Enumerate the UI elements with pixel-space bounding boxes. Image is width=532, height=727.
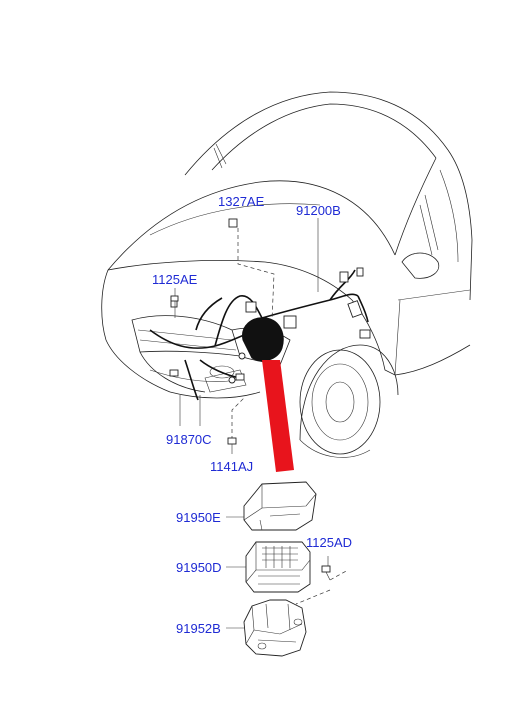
leader-lines [174,218,349,605]
label-1125ae: 1125AE [152,272,198,287]
bolt-1125ad [321,565,331,581]
label-1125ad: 1125AD [306,535,352,550]
label-91950d: 91950D [176,560,222,575]
label-91952b: 91952B [176,621,221,636]
label-91870c: 91870C [166,432,212,447]
label-1327ae: 1327AE [218,194,265,209]
fuse-box-body-91950d [245,541,311,593]
label-1141aj: 1141AJ [210,459,253,474]
fuse-box-cover-91950e [243,481,317,531]
label-91200b: 91200B [296,203,341,218]
lower-bracket-91952b [243,599,307,657]
part-leaders [226,516,246,629]
bolt-1141aj [227,437,237,454]
bolt-1125ae [170,295,179,302]
label-91950e: 91950E [176,510,221,525]
front-wiring-harness [149,218,371,401]
engine-room-box-on-vehicle [242,317,284,362]
callout-arrow [262,360,294,472]
